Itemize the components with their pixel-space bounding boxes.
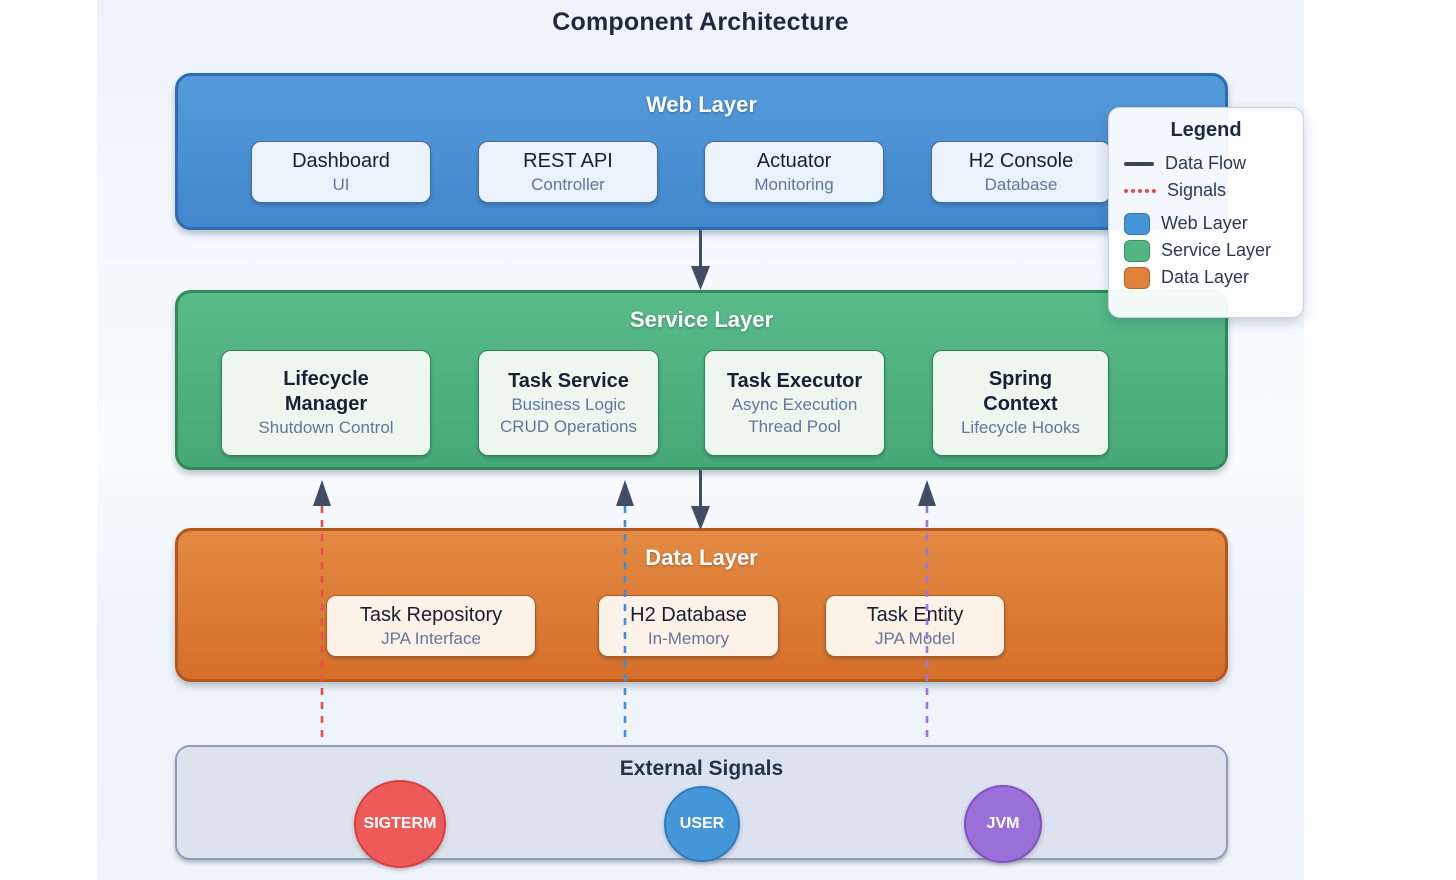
node-spring-context: Spring Context Lifecycle Hooks [932,350,1109,456]
legend-label: Web Layer [1161,213,1248,233]
node-title: REST API [523,149,613,172]
node-task-repository: Task Repository JPA Interface [326,595,536,657]
node-rest-api: REST API Controller [478,141,658,203]
data-flow-line-swatch [1124,161,1154,166]
node-subtitle: Shutdown Control [258,418,394,437]
signal-jvm: JVM [964,785,1042,863]
node-title: H2 Console [968,149,1074,172]
signal-label: SIGTERM [363,815,437,832]
node-subtitle: Controller [531,174,605,194]
legend-item-signals: Signals [1109,177,1303,204]
signal-sigterm: SIGTERM [354,780,446,868]
service-layer-label: Service Layer [629,307,774,332]
service-layer-swatch [1124,239,1150,262]
node-subtitle: Database [984,174,1058,194]
legend-label: Service Layer [1161,240,1272,260]
node-subtitle: In-Memory [647,628,730,648]
node-task-executor: Task Executor Async Execution Thread Poo… [704,350,885,456]
signals-dotted-swatch [1124,188,1156,193]
node-task-entity: Task Entity JPA Model [825,595,1005,657]
node-subtitle: Lifecycle Hooks [960,418,1081,437]
data-layer-container: Data Layer Task Repository JPA Interface… [175,528,1228,682]
data-layer-swatch [1124,266,1150,289]
node-title: Task Entity [866,603,964,626]
legend-item-data-flow: Data Flow [1109,150,1303,177]
node-subtitle: JPA Model [874,628,955,648]
node-actuator: Actuator Monitoring [704,141,884,203]
external-signals-label: External Signals [619,757,784,780]
node-title: Task Executor [726,369,863,392]
data-layer-label: Data Layer [645,545,758,570]
service-layer-container: Service Layer Lifecycle Manager Shutdown… [175,290,1228,470]
web-layer-swatch [1124,212,1150,235]
node-h2-console: H2 Console Database [931,141,1111,203]
node-title: Actuator [756,149,832,172]
node-dashboard: Dashboard UI [251,141,431,203]
node-title: Spring Context [983,368,1058,415]
legend-title: Legend [1170,119,1242,141]
node-subtitle: Monitoring [754,174,834,194]
node-title: Dashboard [292,149,390,172]
node-lifecycle-manager: Lifecycle Manager Shutdown Control [221,350,431,456]
external-signals-container: External Signals SIGTERM USER JVM [175,745,1228,868]
node-h2-database: H2 Database In-Memory [598,595,779,657]
legend-panel: Legend Data Flow Signals Web Layer Servi… [1108,107,1304,318]
signal-label: USER [679,815,725,832]
signal-label: JVM [986,815,1020,832]
web-layer-container: Web Layer Dashboard UI REST API Controll… [175,73,1228,230]
node-title: H2 Database [630,603,747,626]
node-subtitle: Async Execution Thread Pool [731,394,858,436]
page-title: Component Architecture [552,8,849,36]
web-layer-label: Web Layer [646,92,757,117]
node-title: Task Service [508,369,629,392]
signal-user: USER [664,786,740,862]
legend-item-web-layer: Web Layer [1109,210,1303,237]
legend-item-service-layer: Service Layer [1109,237,1303,264]
legend-label: Data Flow [1165,153,1247,173]
node-subtitle: JPA Interface [381,628,481,648]
legend-item-data-layer: Data Layer [1109,264,1303,291]
node-subtitle: Business Logic CRUD Operations [500,394,637,436]
node-title: Task Repository [359,603,503,626]
legend-label: Data Layer [1161,267,1250,287]
node-subtitle: UI [332,174,350,194]
node-title: Lifecycle Manager [283,368,369,415]
legend-label: Signals [1167,180,1227,200]
node-task-service: Task Service Business Logic CRUD Operati… [478,350,659,456]
